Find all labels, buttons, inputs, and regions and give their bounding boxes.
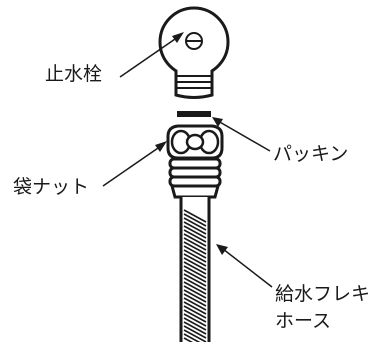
- hose-hatch-line: [183, 321, 207, 335]
- hose-hatch-line: [183, 289, 207, 303]
- hose-hatch-line: [183, 273, 207, 287]
- hose-hatch-line: [183, 265, 207, 279]
- hose-hatch-line: [183, 301, 207, 315]
- label-faucet: 止水栓: [45, 63, 102, 85]
- hose-hatch-line: [183, 221, 207, 235]
- hose-hatch-line: [183, 245, 207, 259]
- hose-hatch-line: [183, 293, 207, 307]
- hose-hatch-line: [183, 281, 207, 295]
- hose-hatch-line: [183, 333, 201, 342]
- hose-hatch-line: [183, 257, 207, 271]
- label-hose-line2: ホース: [275, 310, 331, 332]
- hose-hatch-line: [183, 313, 207, 327]
- hose-hatch-line: [183, 229, 207, 243]
- hose-hatch-line: [183, 253, 207, 267]
- label-nut: 袋ナット: [13, 176, 89, 198]
- packing-ring: [177, 111, 211, 117]
- hose-hatch-line: [183, 305, 207, 319]
- hose-hatch-line: [183, 225, 207, 239]
- hose-hatch-line: [183, 317, 207, 331]
- hose-hatch-line: [183, 297, 207, 311]
- cap-nut: [166, 124, 224, 199]
- hose-hatch-line: [183, 269, 207, 283]
- hose-hatch-line: [183, 213, 207, 227]
- hose-hatch-line: [183, 309, 207, 323]
- hose-hatch-line: [183, 261, 207, 275]
- hose-hatch-line: [183, 241, 207, 255]
- hose-hatch-line: [183, 209, 207, 223]
- label-packing: パッキン: [273, 143, 348, 165]
- hose-hatch-line: [183, 337, 194, 342]
- hose-hatch-line: [183, 329, 207, 342]
- hose-hatch-line: [183, 325, 207, 339]
- hose-hatch-line: [183, 277, 207, 291]
- hose-hatch-line: [183, 217, 207, 231]
- stop-valve: [158, 6, 230, 99]
- flex-hose: [179, 197, 211, 342]
- label-hose-line1: 給水フレキ: [275, 283, 370, 305]
- hose-hatch-line: [183, 285, 207, 299]
- hose-hatch-line: [183, 249, 207, 263]
- leader-lines: [102, 32, 273, 288]
- hose-hatch-line: [183, 237, 207, 251]
- hose-hatch-line: [183, 233, 207, 247]
